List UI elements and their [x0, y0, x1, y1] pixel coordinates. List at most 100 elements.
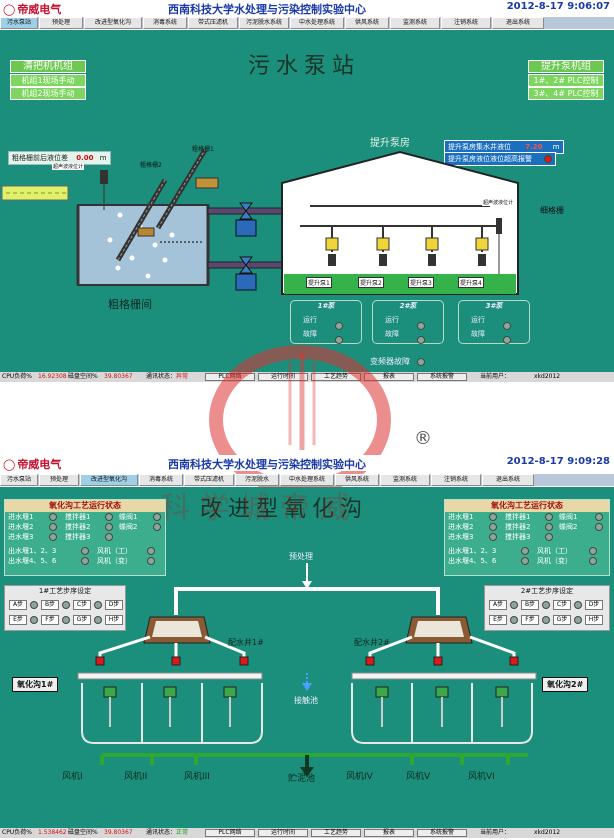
well-2-label: 配水井2# — [354, 638, 390, 647]
left-step-b[interactable]: B步 — [41, 600, 59, 610]
nav2-item-pretreat[interactable]: 预处理 — [39, 474, 79, 486]
nav-item-reclaimed[interactable]: 中水处理系统 — [290, 17, 344, 29]
nav-item-exit[interactable]: 退出系统 — [492, 17, 544, 29]
nav2-item-monitor[interactable]: 监测系统 — [380, 474, 430, 486]
right-step-g[interactable]: G步 — [553, 615, 571, 625]
right-step-d[interactable]: D步 — [585, 600, 603, 610]
right-step-e[interactable]: E步 — [489, 615, 507, 625]
plc-network-button-2[interactable]: PLC网络 — [205, 829, 255, 837]
left-mixer-3-lamp — [105, 533, 113, 541]
left-mixer-2-lamp — [105, 523, 113, 531]
left-step-h[interactable]: H步 — [105, 615, 123, 625]
right-valve-2-lamp — [595, 523, 603, 531]
vfd-fault-lamp — [416, 357, 425, 366]
nav-item-oxidation[interactable]: 改进型氧化沟 — [84, 17, 142, 29]
nav2-item-sludge[interactable]: 污泥脱水 — [235, 474, 279, 486]
right-step-c[interactable]: C步 — [553, 600, 571, 610]
vfd-fault-label: 变频器故障 — [370, 357, 410, 366]
nav2-item-filter-press[interactable]: 带式压滤机 — [184, 474, 234, 486]
nav-item-pretreat[interactable]: 预处理 — [39, 17, 83, 29]
left-step-a[interactable]: A步 — [9, 600, 27, 610]
nav2-item-disinfect[interactable]: 消毒系统 — [139, 474, 183, 486]
nav2-item-exit[interactable]: 退出系统 — [482, 474, 534, 486]
right-valve-2: 蝶阀2 — [559, 523, 578, 531]
left-step-e[interactable]: E步 — [9, 615, 27, 625]
left-step-f-lamp — [62, 616, 70, 624]
right-step-panel: 2#工艺步序设定 A步 B步 C步 D步 E步 F步 G步 H步 — [484, 585, 610, 631]
pump12-plc-button[interactable]: 1#、2# PLC控制 — [528, 74, 604, 87]
left-step-d[interactable]: D步 — [105, 600, 123, 610]
left-outlet-weir-456: 出水堰4、5、6 — [8, 557, 57, 565]
left-panel-title: 清把机机组 — [10, 60, 86, 73]
trend-button-2[interactable]: 工艺趋势 — [311, 829, 361, 837]
ditch-2-tag: 氧化沟2# — [542, 677, 589, 692]
nav2-item-reclaimed[interactable]: 中水处理系统 — [280, 474, 334, 486]
trend-button[interactable]: 工艺趋势 — [311, 373, 361, 381]
left-mixer-3: 搅拌器3 — [65, 533, 91, 541]
nav-item-logout[interactable]: 注销系统 — [441, 17, 491, 29]
nav-item-filter-press[interactable]: 带式压滤机 — [188, 17, 238, 29]
pump34-plc-button[interactable]: 3#、4# PLC控制 — [528, 87, 604, 100]
nav-item-disinfect[interactable]: 消毒系统 — [143, 17, 187, 29]
right-step-e-lamp — [510, 616, 518, 624]
distribution-well-2 — [405, 616, 473, 644]
left-inlet-weir-1-lamp — [49, 513, 57, 521]
left-inlet-weir-3-lamp — [49, 533, 57, 541]
fan-1-label: 风机I — [62, 772, 83, 782]
nav2-item-air[interactable]: 供风系统 — [335, 474, 379, 486]
app-title: 西南科技大学水处理与污染控制实验中心 — [168, 3, 366, 16]
right-mixer-1-lamp — [545, 513, 553, 521]
right-step-f[interactable]: F步 — [521, 615, 539, 625]
header-2: ◯帝威电气 西南科技大学水处理与污染控制实验中心 2012-8-17 9:09:… — [0, 455, 614, 471]
plc-network-button[interactable]: PLC网络 — [205, 373, 255, 381]
pump-group-2-run: 运行 — [385, 316, 399, 324]
unit1-manual-button[interactable]: 机组1现场手动 — [10, 74, 86, 87]
left-step-b-lamp — [62, 601, 70, 609]
pump-group-3-fault: 故障 — [471, 330, 485, 338]
pump-group-2-fault-lamp — [417, 335, 425, 344]
company-logo: ◯帝威电气 — [3, 3, 62, 16]
report-button-2[interactable]: 报表 — [364, 829, 414, 837]
valves — [239, 202, 253, 274]
right-step-h[interactable]: H步 — [585, 615, 603, 625]
right-outlet-weir-123: 出水堰1、2、3 — [448, 547, 497, 555]
right-fan-fixed-lamp — [589, 547, 597, 555]
alarm-button-2[interactable]: 系统报警 — [417, 829, 467, 837]
right-step-a-lamp — [510, 601, 518, 609]
well-level-value: 7.20 — [525, 143, 543, 151]
nav-item-air[interactable]: 供风系统 — [345, 17, 389, 29]
nav2-item-pump-station[interactable]: 污水泵站 — [0, 474, 38, 486]
alarm-button[interactable]: 系统报警 — [417, 373, 467, 381]
disk-space-label-2: 磁盘空间% — [68, 829, 98, 836]
report-button[interactable]: 报表 — [364, 373, 414, 381]
nav2-item-oxidation[interactable]: 改进型氧化沟 — [80, 474, 138, 486]
oxidation-diagram — [77, 563, 537, 777]
right-step-f-lamp — [542, 616, 550, 624]
pump-group-2: 2#泵 运行 故障 — [372, 300, 444, 344]
unit2-manual-button[interactable]: 机组2现场手动 — [10, 87, 86, 100]
pump-group-3-title: 3#泵 — [485, 302, 503, 310]
right-valve-1-lamp — [595, 513, 603, 521]
right-fan-fixed: 风机（工） — [537, 547, 572, 555]
grid-level-value: 0.00 — [76, 154, 94, 162]
nav2-item-logout[interactable]: 注销系统 — [431, 474, 481, 486]
left-step-f[interactable]: F步 — [41, 615, 59, 625]
left-step-title: 1#工艺步序设定 — [38, 587, 92, 595]
sludge-pool-label: 贮泥池 — [288, 774, 316, 784]
manifold-1 — [77, 672, 263, 680]
left-valve-2: 蝶阀2 — [119, 523, 138, 531]
runtime-button-2[interactable]: 运行时间 — [258, 829, 308, 837]
nav-item-pump-station[interactable]: 污水泵站 — [0, 17, 38, 29]
right-step-a[interactable]: A步 — [489, 600, 507, 610]
left-step-c[interactable]: C步 — [73, 600, 91, 610]
left-fan-variable-lamp — [147, 557, 155, 565]
level-alarm-lamp — [544, 155, 553, 163]
well-level-label: 提升泵房集水井液位 — [448, 143, 511, 151]
nav-item-monitor[interactable]: 监测系统 — [390, 17, 440, 29]
nav-item-sludge[interactable]: 污泥脱水系统 — [239, 17, 289, 29]
right-step-b[interactable]: B步 — [521, 600, 539, 610]
runtime-button[interactable]: 运行时间 — [258, 373, 308, 381]
left-step-g[interactable]: G步 — [73, 615, 91, 625]
